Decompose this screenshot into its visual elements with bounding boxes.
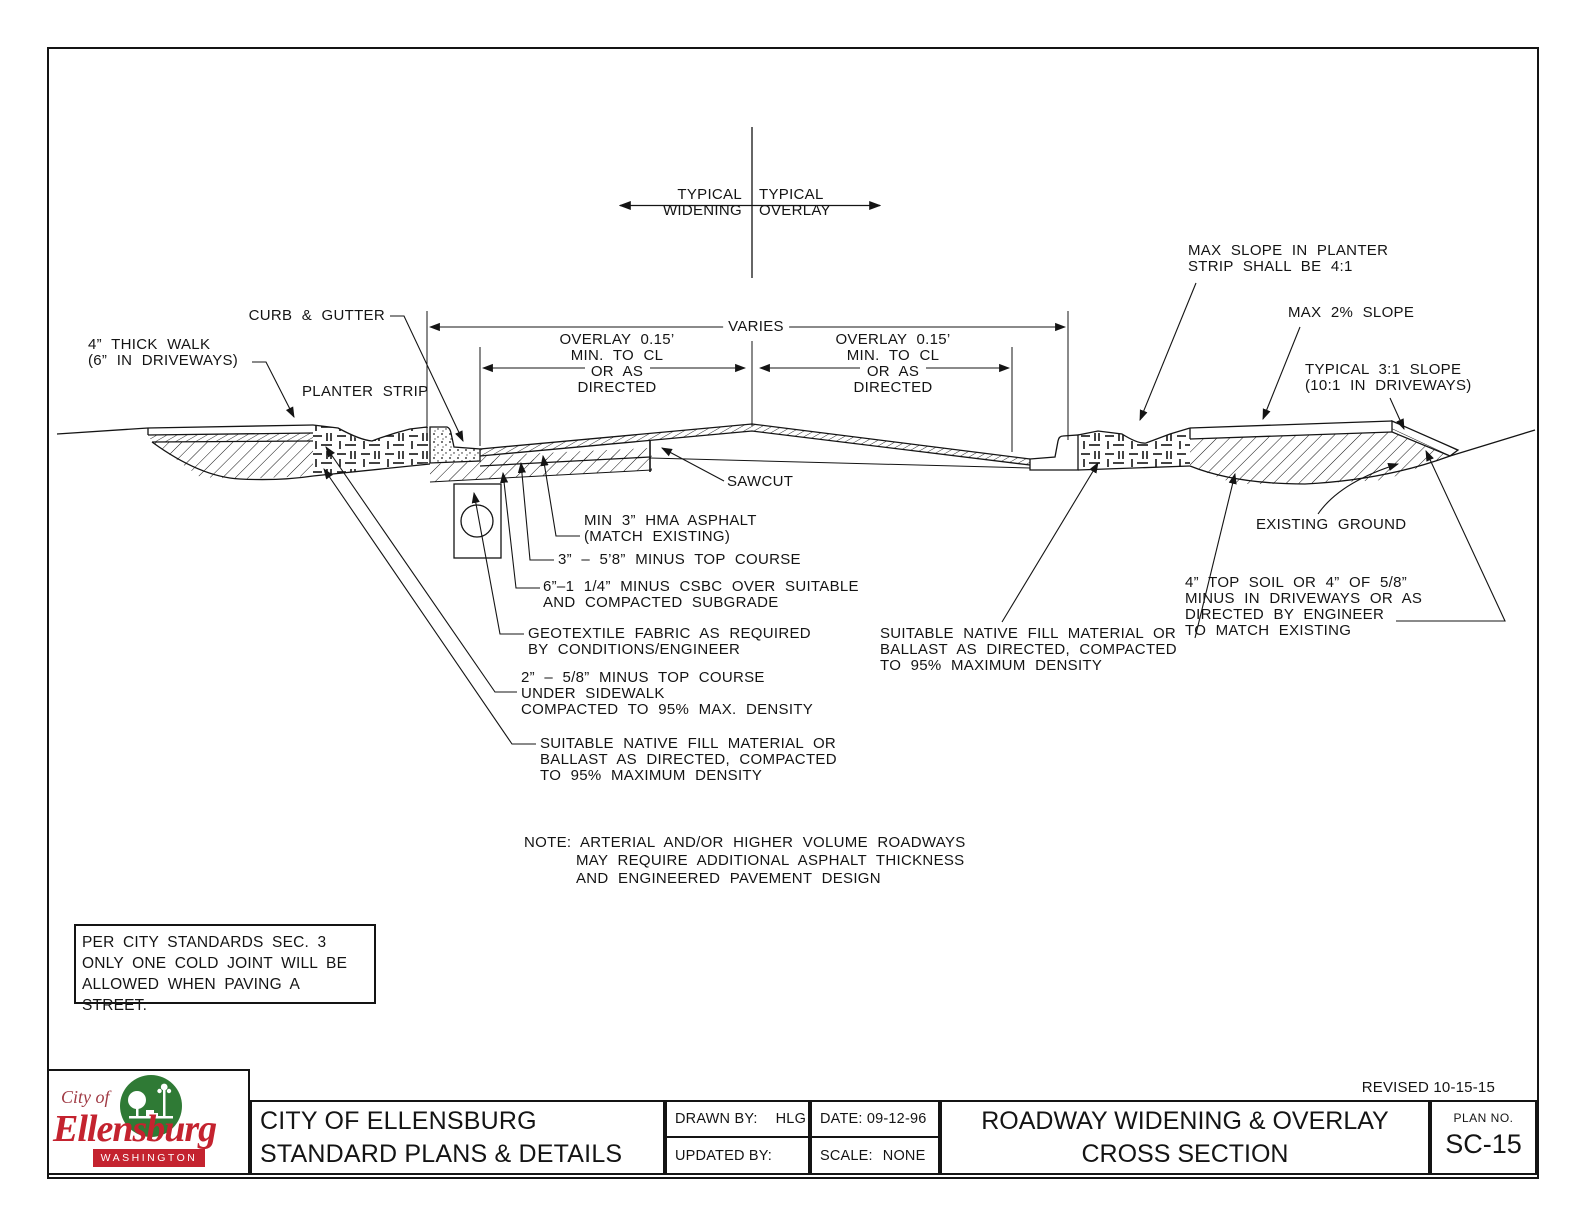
titleblock-date: DATE: 09-12-96 — [810, 1100, 940, 1138]
curb-gutter-callout: CURB & GUTTER — [248, 307, 385, 324]
titleblock-updated-by: UPDATED BY: — [665, 1136, 810, 1175]
titleblock-drawn-by: DRAWN BY:HLG — [665, 1100, 810, 1138]
titleblock-plan-no: PLAN NO. SC-15 — [1430, 1100, 1537, 1175]
thick-walk-callout: 4” THICK WALK(6” IN DRIVEWAYS) — [88, 336, 239, 369]
planter-strip-callout: PLANTER STRIP — [302, 383, 429, 400]
logo-state-banner: WASHINGTON — [93, 1149, 205, 1167]
logo-city-of-text: City of — [61, 1087, 110, 1107]
titleblock-sheet-title: ROADWAY WIDENING & OVERLAY CROSS SECTION — [940, 1100, 1430, 1175]
varies-dimension: VARIES — [723, 319, 789, 335]
native-fill-right-callout: SUITABLE NATIVE FILL MATERIAL OR BALLAST… — [880, 625, 1177, 674]
native-fill-left-callout: SUITABLE NATIVE FILL MATERIAL OR BALLAST… — [540, 735, 837, 784]
logo-emblem-icon — [119, 1074, 183, 1138]
hma-callout: MIN 3” HMA ASPHALT(MATCH EXISTING) — [584, 512, 757, 545]
max-2-slope-callout: MAX 2% SLOPE — [1288, 304, 1415, 321]
titleblock-scale: SCALE:NONE — [810, 1136, 940, 1175]
city-logo: City of Ellensburg WASHINGTON — [47, 1069, 250, 1175]
sawcut-callout: SAWCUT — [727, 473, 794, 490]
overlay-dim-right: OVERLAY 0.15’ MIN. TO CL OR AS DIRECTED — [835, 331, 951, 396]
existing-ground-callout: EXISTING GROUND — [1256, 516, 1407, 533]
arterial-note: NOTE: ARTERIAL AND/OR HIGHER VOLUME ROAD… — [524, 834, 966, 887]
titleblock-org: CITY OF ELLENSBURG STANDARD PLANS & DETA… — [250, 1100, 665, 1175]
top-course-3-callout: 3” – 5’8” MINUS TOP COURSE — [558, 551, 801, 568]
typical-slope-callout: TYPICAL 3:1 SLOPE(10:1 IN DRIVEWAYS) — [1305, 361, 1472, 394]
sheet-border — [47, 47, 1539, 1179]
top-soil-callout: 4” TOP SOIL OR 4” OF 5/8” MINUS IN DRIVE… — [1185, 574, 1423, 639]
standards-note-box: PER CITY STANDARDS SEC. 3 ONLY ONE COLD … — [74, 924, 376, 1014]
overlay-dim-left: OVERLAY 0.15’ MIN. TO CL OR AS DIRECTED — [559, 331, 675, 396]
revised-date: REVISED 10-15-15 — [1361, 1079, 1495, 1096]
logo-name-text: Ellensburg — [53, 1108, 217, 1150]
top-course-2-callout: 2” – 5/8” MINUS TOP COURSE UNDER SIDEWAL… — [521, 669, 814, 718]
